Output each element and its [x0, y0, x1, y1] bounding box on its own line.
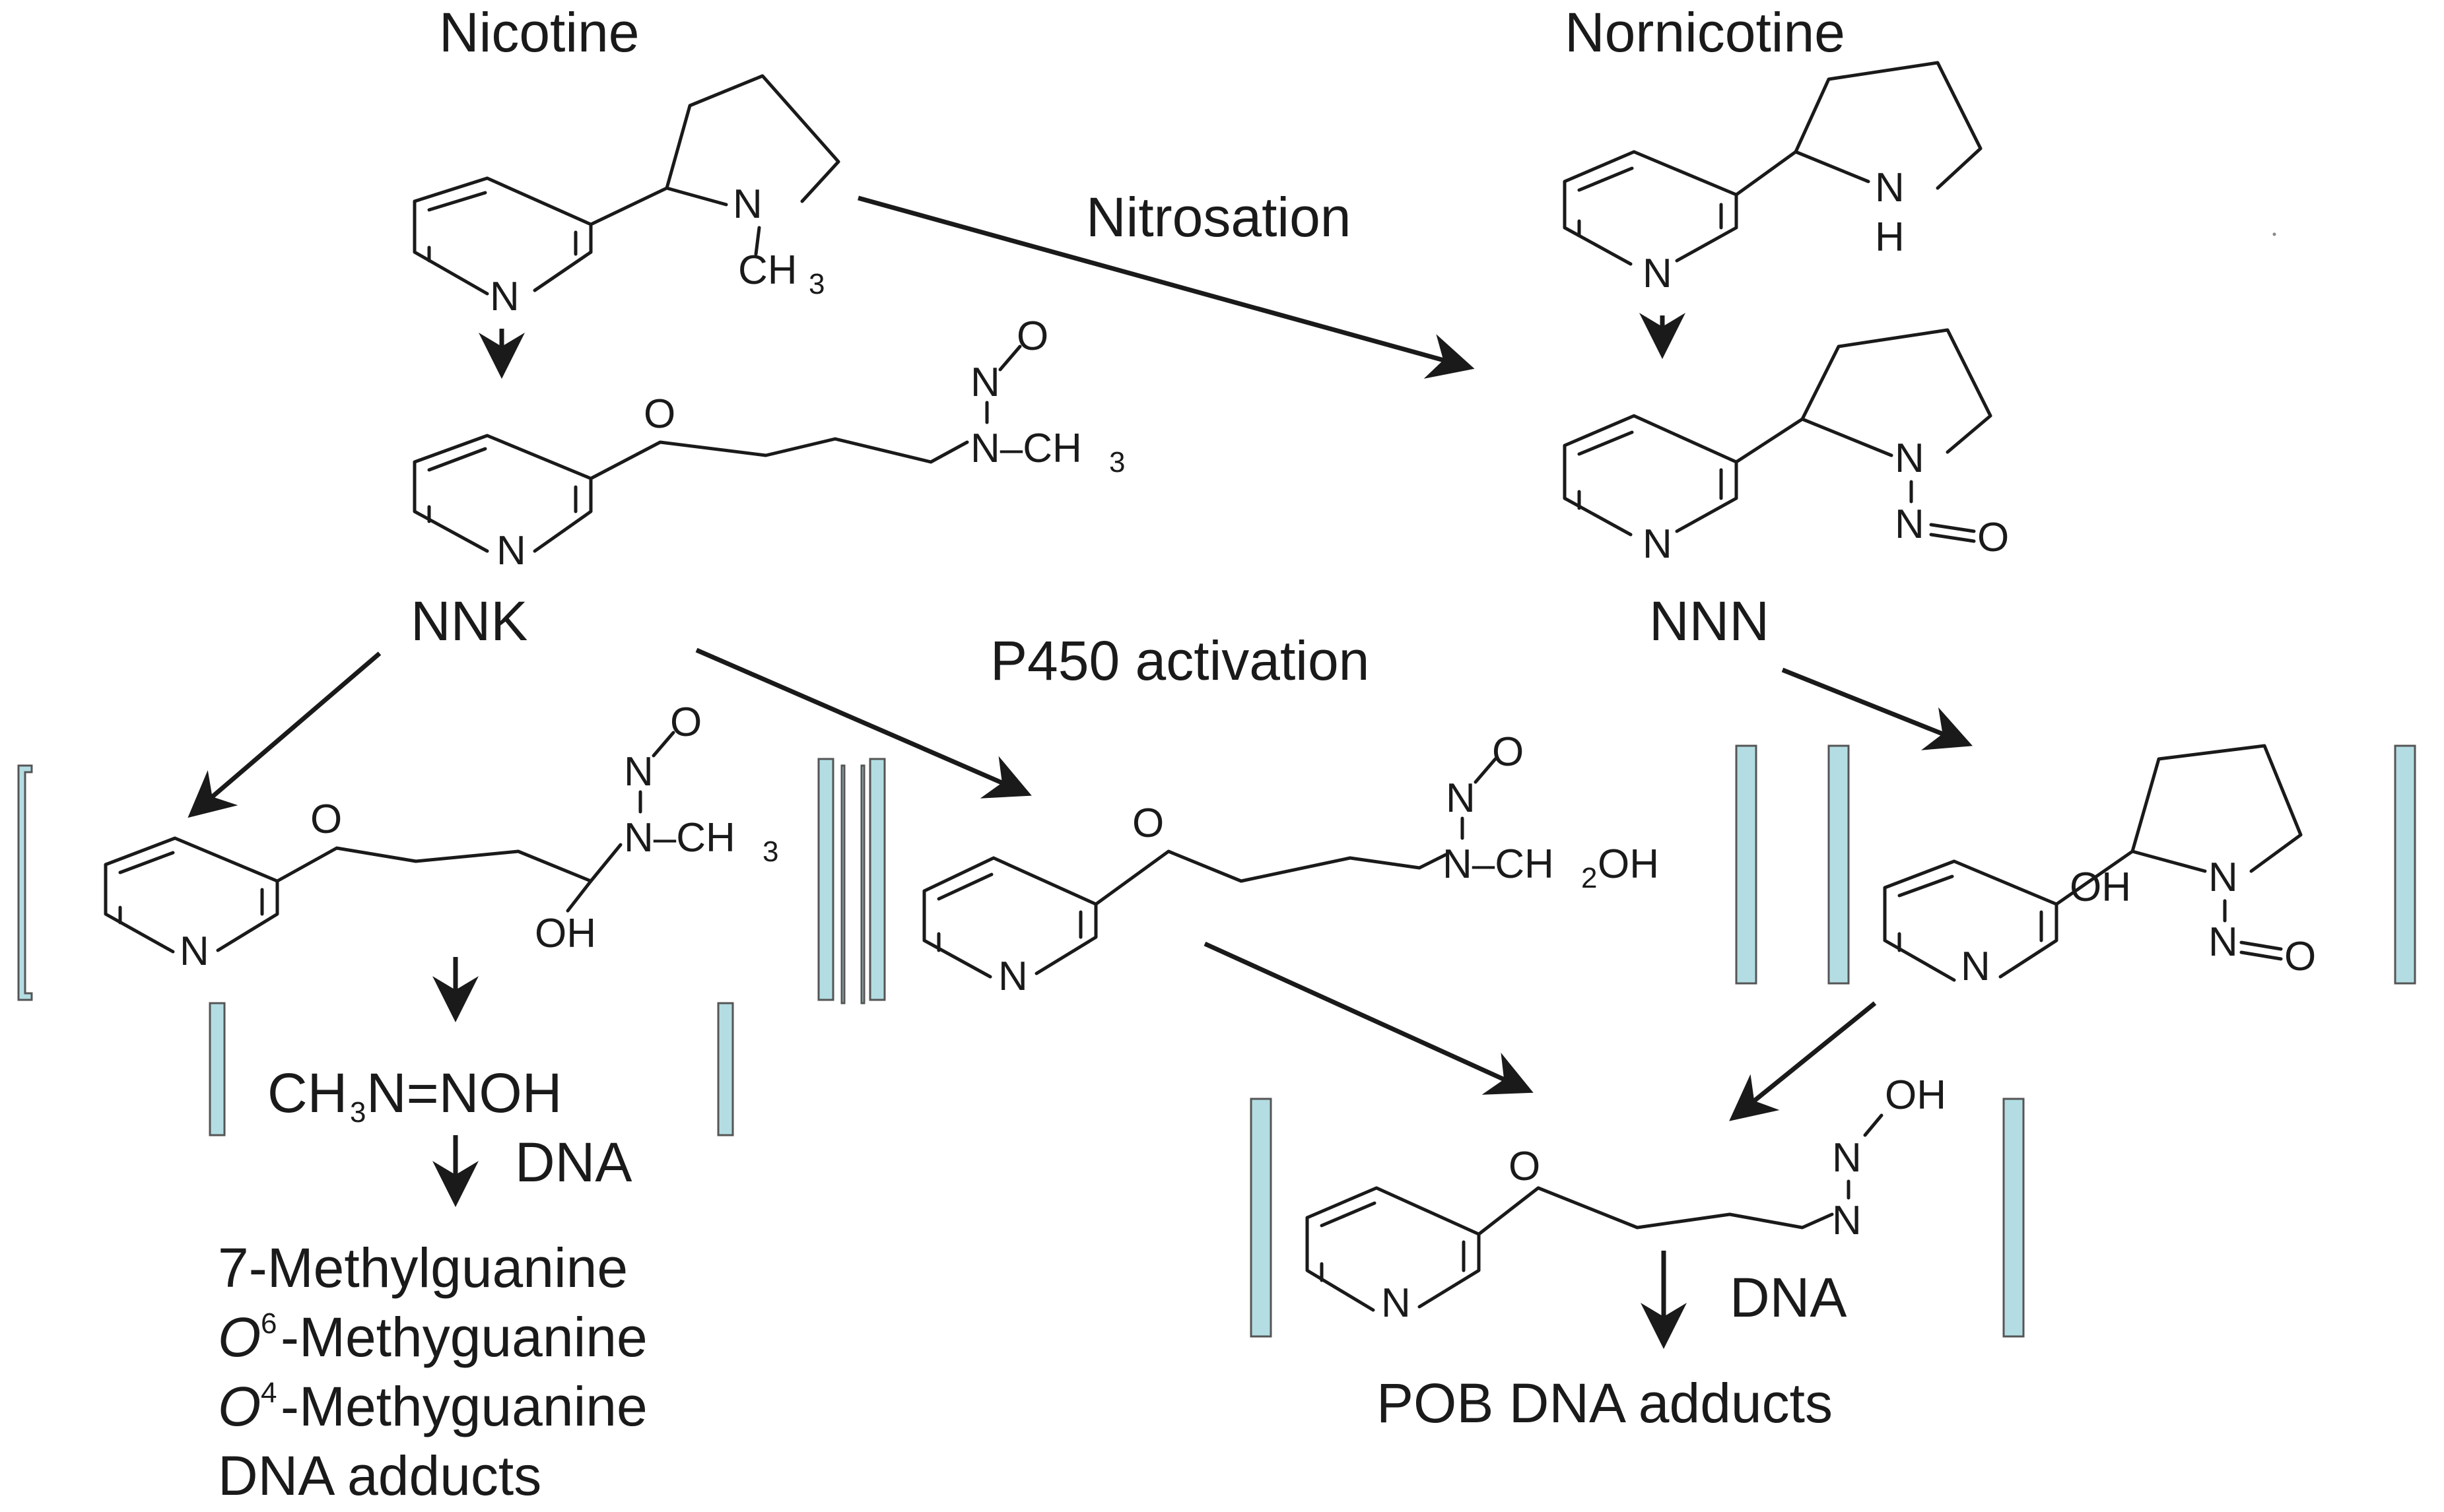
int3-nitroso-n: N: [2208, 919, 2238, 965]
adduct-o6-o: O: [218, 1306, 261, 1368]
int2-nitroso-n: N: [1446, 775, 1476, 821]
nnn-label: NNN: [1649, 590, 1769, 652]
nnk-structure: N O N–CH 3 N O: [413, 313, 1125, 574]
bracket-diazo-left: [209, 1002, 226, 1136]
dna-label-right: DNA: [1730, 1266, 1847, 1329]
adduct-o6-rest: -Methyguanine: [281, 1306, 648, 1368]
int1-nitroso-o: O: [670, 700, 702, 745]
nnk-label: NNK: [411, 590, 527, 652]
intermediate-alpha-methyl: N O N–CH 2 OH N O: [922, 729, 1659, 999]
pob-dna-adducts-label: POB DNA adducts: [1376, 1372, 1833, 1434]
nicotine-structure: N N CH 3: [413, 74, 840, 319]
int2-ch2-sub: 2: [1581, 862, 1597, 894]
dna-label-left: DNA: [515, 1131, 632, 1193]
bracket-1-right-a: [817, 758, 834, 1001]
int3-nitroso-o: O: [2284, 934, 2316, 979]
nornicotine-structure: N N H: [1563, 61, 1983, 296]
stray-dot: [2272, 232, 2276, 236]
nnn-pyridine-n: N: [1643, 521, 1672, 567]
adduct-o4-o: O: [218, 1375, 261, 1437]
diazo-rest: N=NOH: [366, 1062, 562, 1124]
bracket-2-right: [1735, 744, 1757, 985]
arrow-nitrosation: [858, 195, 1475, 379]
pob-n-upper: N: [1832, 1135, 1862, 1181]
int2-pyridine-n: N: [998, 954, 1028, 999]
adduct-o4-sup: 4: [261, 1377, 277, 1409]
nnk-nitroso-n: N: [970, 360, 1000, 405]
intermediate-alpha-methylene: N O OH N–CH 3 N O: [104, 700, 778, 974]
diazo-ch: CH: [267, 1062, 347, 1124]
arrow-nnk-to-alpha-methylene: [187, 651, 382, 818]
intermediate-nnn-hydroxy: N OH N N O: [1883, 744, 2316, 989]
nicotine-title: Nicotine: [439, 1, 639, 63]
int2-oh: OH: [1598, 841, 1659, 887]
int2-amine: N–CH: [1443, 841, 1554, 887]
nornicotine-nh-n: N: [1875, 165, 1905, 211]
nornicotine-title: Nornicotine: [1565, 1, 1845, 63]
nnn-ring-n: N: [1895, 436, 1924, 481]
int1-oh: OH: [535, 911, 596, 956]
adduct-dna-adducts: DNA adducts: [218, 1445, 541, 1507]
bracket-3-right: [2394, 744, 2416, 985]
int1-carbonyl-o: O: [310, 797, 342, 842]
adduct-o6-sup: 6: [261, 1307, 277, 1340]
nnk-carbonyl-o: O: [644, 391, 675, 437]
p450-activation-label: P450 activation: [990, 630, 1369, 692]
int3-oh: OH: [2070, 865, 2131, 910]
bracket-2-left-b: [869, 758, 886, 1001]
nicotine-n-atom: N: [490, 274, 520, 319]
bracket-2-left-a: [860, 764, 866, 1004]
int2-carbonyl-o: O: [1132, 801, 1164, 846]
int3-pyridine-n: N: [1961, 944, 1990, 989]
arrow-nnk-to-alpha-methyl: [695, 647, 1032, 799]
methyl-adduct-list: 7-Methylguanine O 6 -Methyguanine O 4 -M…: [218, 1237, 648, 1507]
nornicotine-n-atom: N: [1643, 251, 1672, 296]
brackets: [17, 744, 2416, 1338]
nnk-ch3-sub: 3: [1109, 446, 1125, 478]
adduct-o4-rest: -Methyguanine: [281, 1375, 648, 1437]
int1-pyridine-n: N: [180, 929, 209, 974]
nnn-structure: N N N O: [1563, 328, 2009, 567]
bracket-3-left: [1827, 744, 1850, 985]
int1-nitroso-n: N: [624, 749, 654, 795]
pob-diazohydroxide-structure: N O N N OH: [1305, 1072, 1946, 1326]
int3-ring-n: N: [2208, 855, 2238, 900]
pob-n-lower: N: [1832, 1198, 1862, 1243]
pob-pyridine-n: N: [1381, 1280, 1411, 1326]
arrow-int2-to-pob: [1204, 941, 1534, 1095]
nnk-nitroso-o: O: [1017, 313, 1048, 359]
nicotine-ch3-sub: 3: [809, 268, 825, 300]
nicotine-ch: CH: [738, 247, 798, 293]
pob-carbonyl-o: O: [1509, 1144, 1540, 1189]
int1-ch3-sub: 3: [763, 836, 778, 868]
int1-amine: N–CH: [624, 815, 735, 861]
bracket-1-left: [17, 764, 33, 1001]
bracket-pob-right: [2002, 1098, 2025, 1338]
nnk-n-atom: N: [496, 528, 526, 574]
bracket-pob-left: [1250, 1098, 1272, 1338]
adduct-7-methylguanine: 7-Methylguanine: [218, 1237, 628, 1299]
nicotine-n-ring: N: [733, 181, 763, 227]
nnn-nitroso-n: N: [1895, 502, 1924, 547]
arrow-nnn-to-hydroxy: [1781, 667, 1973, 750]
nnn-nitroso-o: O: [1977, 515, 2009, 560]
arrow-int3-to-pob: [1729, 1001, 1877, 1121]
nornicotine-nh-h: H: [1875, 214, 1905, 260]
int2-nitroso-o: O: [1492, 729, 1524, 775]
nitrosation-label: Nitrosation: [1086, 186, 1351, 248]
diazo-ch3-sub: 3: [350, 1096, 366, 1129]
bracket-1-right-b: [840, 764, 846, 1004]
bracket-diazo-right: [717, 1002, 734, 1136]
pob-oh: OH: [1885, 1072, 1946, 1118]
nnk-amine-n: N–CH: [970, 426, 1082, 471]
